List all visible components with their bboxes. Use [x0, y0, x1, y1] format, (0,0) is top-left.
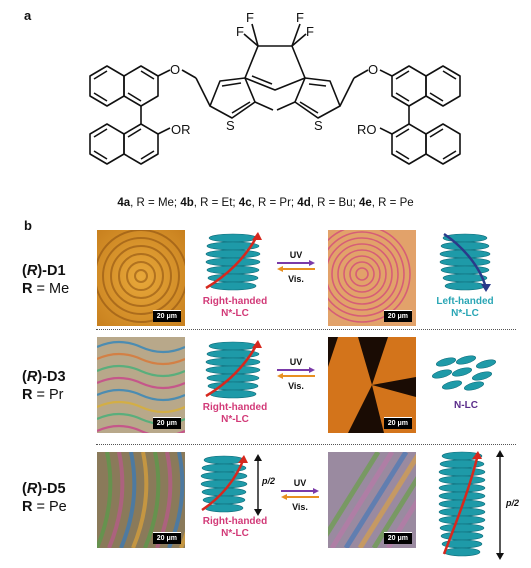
atom-o-left: O — [170, 62, 180, 77]
scale-bar: 20 μm — [152, 310, 181, 322]
compound-id-4a: 4a — [117, 197, 131, 209]
atom-s-left: S — [226, 118, 235, 133]
row3-right-pitch-label: p/2 — [506, 498, 520, 508]
vis-label: Vis. — [288, 381, 304, 391]
row2-uv-vis-switch: UV Vis. — [273, 357, 319, 391]
vis-label: Vis. — [292, 502, 308, 512]
compound-r-4c: , R = Pr; — [251, 197, 298, 209]
row3-right-pitch-arrow-icon — [496, 450, 504, 560]
row-divider-1 — [96, 329, 516, 330]
uv-arrow-icon — [277, 260, 315, 272]
row1-uv-vis-switch: UV Vis. — [273, 250, 319, 284]
row3-left-pitch-label: p/2 — [262, 476, 276, 486]
row2-compound-label: (R)-D3 R = Pr — [22, 369, 66, 403]
uv-arrow-icon — [281, 488, 319, 500]
uv-arrow-icon — [277, 367, 315, 379]
row3-uv-vis-switch: UV Vis. — [277, 478, 323, 512]
compound-id-4d: 4d — [297, 197, 311, 209]
compound-r-4d: , R = Bu; — [310, 197, 359, 209]
row1-right-helix-icon — [439, 232, 491, 292]
atom-f-4: F — [306, 24, 314, 39]
row2-left-helix-icon — [205, 340, 262, 399]
atom-o-right: O — [368, 62, 378, 77]
compound-r-4b: , R = Et; — [193, 197, 239, 209]
scale-bar: 20 μm — [383, 417, 412, 429]
row3-compound-label: (R)-D5 R = Pe — [22, 481, 67, 515]
vis-label: Vis. — [288, 274, 304, 284]
row1-left-helix-icon — [205, 232, 262, 291]
row2-right-micrograph: 20 μm — [328, 337, 416, 433]
atom-f-1: F — [236, 24, 244, 39]
row3-left-pitch-arrow-icon — [254, 454, 262, 516]
row2-left-micrograph: 20 μm — [97, 337, 185, 433]
compound-id-4c: 4c — [238, 197, 252, 209]
row3-right-micrograph: 20 μm — [328, 452, 416, 548]
panel-a-letter: a — [24, 8, 32, 23]
panel-b-letter: b — [24, 218, 32, 233]
uv-label: UV — [293, 478, 307, 488]
compound-caption: 4a, R = Me; 4b, R = Et; 4c, R = Pr; 4d, … — [0, 197, 531, 209]
atom-or-left: OR — [171, 122, 191, 137]
compound-id-4b: 4b — [180, 197, 194, 209]
compound-id-4e: 4e — [358, 197, 372, 209]
row1-left-micrograph: 20 μm — [97, 230, 185, 326]
row-divider-2 — [96, 444, 516, 445]
row2-right-nematic-icon — [431, 355, 497, 391]
row3-left-micrograph: 20 μm — [97, 452, 185, 548]
uv-label: UV — [289, 250, 303, 260]
atom-f-2: F — [246, 10, 254, 25]
scale-bar: 20 μm — [383, 532, 412, 544]
uv-label: UV — [289, 357, 303, 367]
compound-r-4e: , R = Pe — [371, 197, 414, 209]
scale-bar: 20 μm — [383, 310, 412, 322]
atom-s-right: S — [314, 118, 323, 133]
row1-compound-label: (R)-D1 R = Me — [22, 263, 70, 297]
chemical-structure: O OR S S O RO F F F F — [89, 10, 461, 165]
atom-f-3: F — [296, 10, 304, 25]
row3-left-helix-icon — [200, 455, 248, 513]
compound-r-4a: , R = Me; — [130, 197, 181, 209]
row1-right-micrograph: 20 μm — [328, 230, 416, 326]
scale-bar: 20 μm — [152, 417, 181, 429]
row3-right-helix-icon — [438, 451, 486, 557]
atom-ro-right: RO — [357, 122, 377, 137]
scale-bar: 20 μm — [152, 532, 181, 544]
row2-right-lc-label: N-LC — [454, 400, 478, 411]
